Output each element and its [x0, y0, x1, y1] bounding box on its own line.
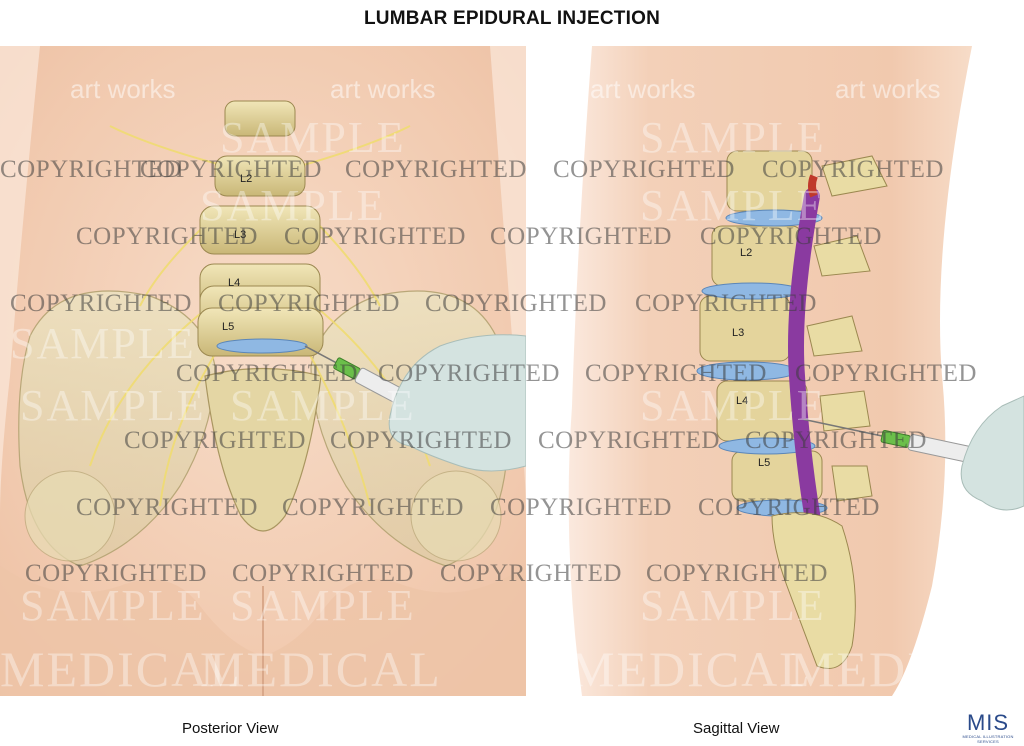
mis-logo: MIS MEDICAL ILLUSTRATION SERVICES	[958, 710, 1018, 745]
page-title: LUMBAR EPIDURAL INJECTION	[364, 8, 660, 29]
posterior-label-l5: L5	[222, 321, 234, 333]
syringe-right	[803, 418, 980, 465]
posterior-label-l4: L4	[228, 277, 240, 289]
lumbar-vertebrae-posterior	[197, 100, 324, 357]
sagittal-view-caption: Sagittal View	[693, 720, 780, 737]
sacrum-sagittal	[771, 512, 856, 669]
sagittal-view-illustration: L2 L3 L4 L5	[552, 46, 1024, 696]
posterior-illustration-svg: L2 L3 L4 L5	[0, 46, 526, 696]
sagittal-label-l2: L2	[740, 247, 752, 259]
gloved-hand-left	[388, 334, 526, 472]
logo-text: MIS	[966, 710, 1010, 735]
spinal-cord	[788, 188, 822, 534]
posterior-view-illustration: L2 L3 L4 L5	[0, 46, 526, 696]
sagittal-label-l4: L4	[736, 395, 748, 407]
sagittal-illustration-svg: L2 L3 L4 L5	[568, 46, 1024, 696]
posterior-label-l2: L2	[240, 173, 252, 185]
logo-subtext: MEDICAL ILLUSTRATION SERVICES	[962, 734, 1014, 744]
posterior-view-caption: Posterior View	[182, 720, 279, 737]
sacrum	[204, 367, 322, 532]
gloved-hand-right	[960, 395, 1024, 511]
intervertebral-discs	[696, 209, 828, 517]
sagittal-label-l5: L5	[758, 457, 770, 469]
posterior-label-l3: L3	[234, 229, 246, 241]
lumbar-vertebrae-sagittal	[699, 150, 823, 502]
sagittal-label-l3: L3	[732, 327, 744, 339]
